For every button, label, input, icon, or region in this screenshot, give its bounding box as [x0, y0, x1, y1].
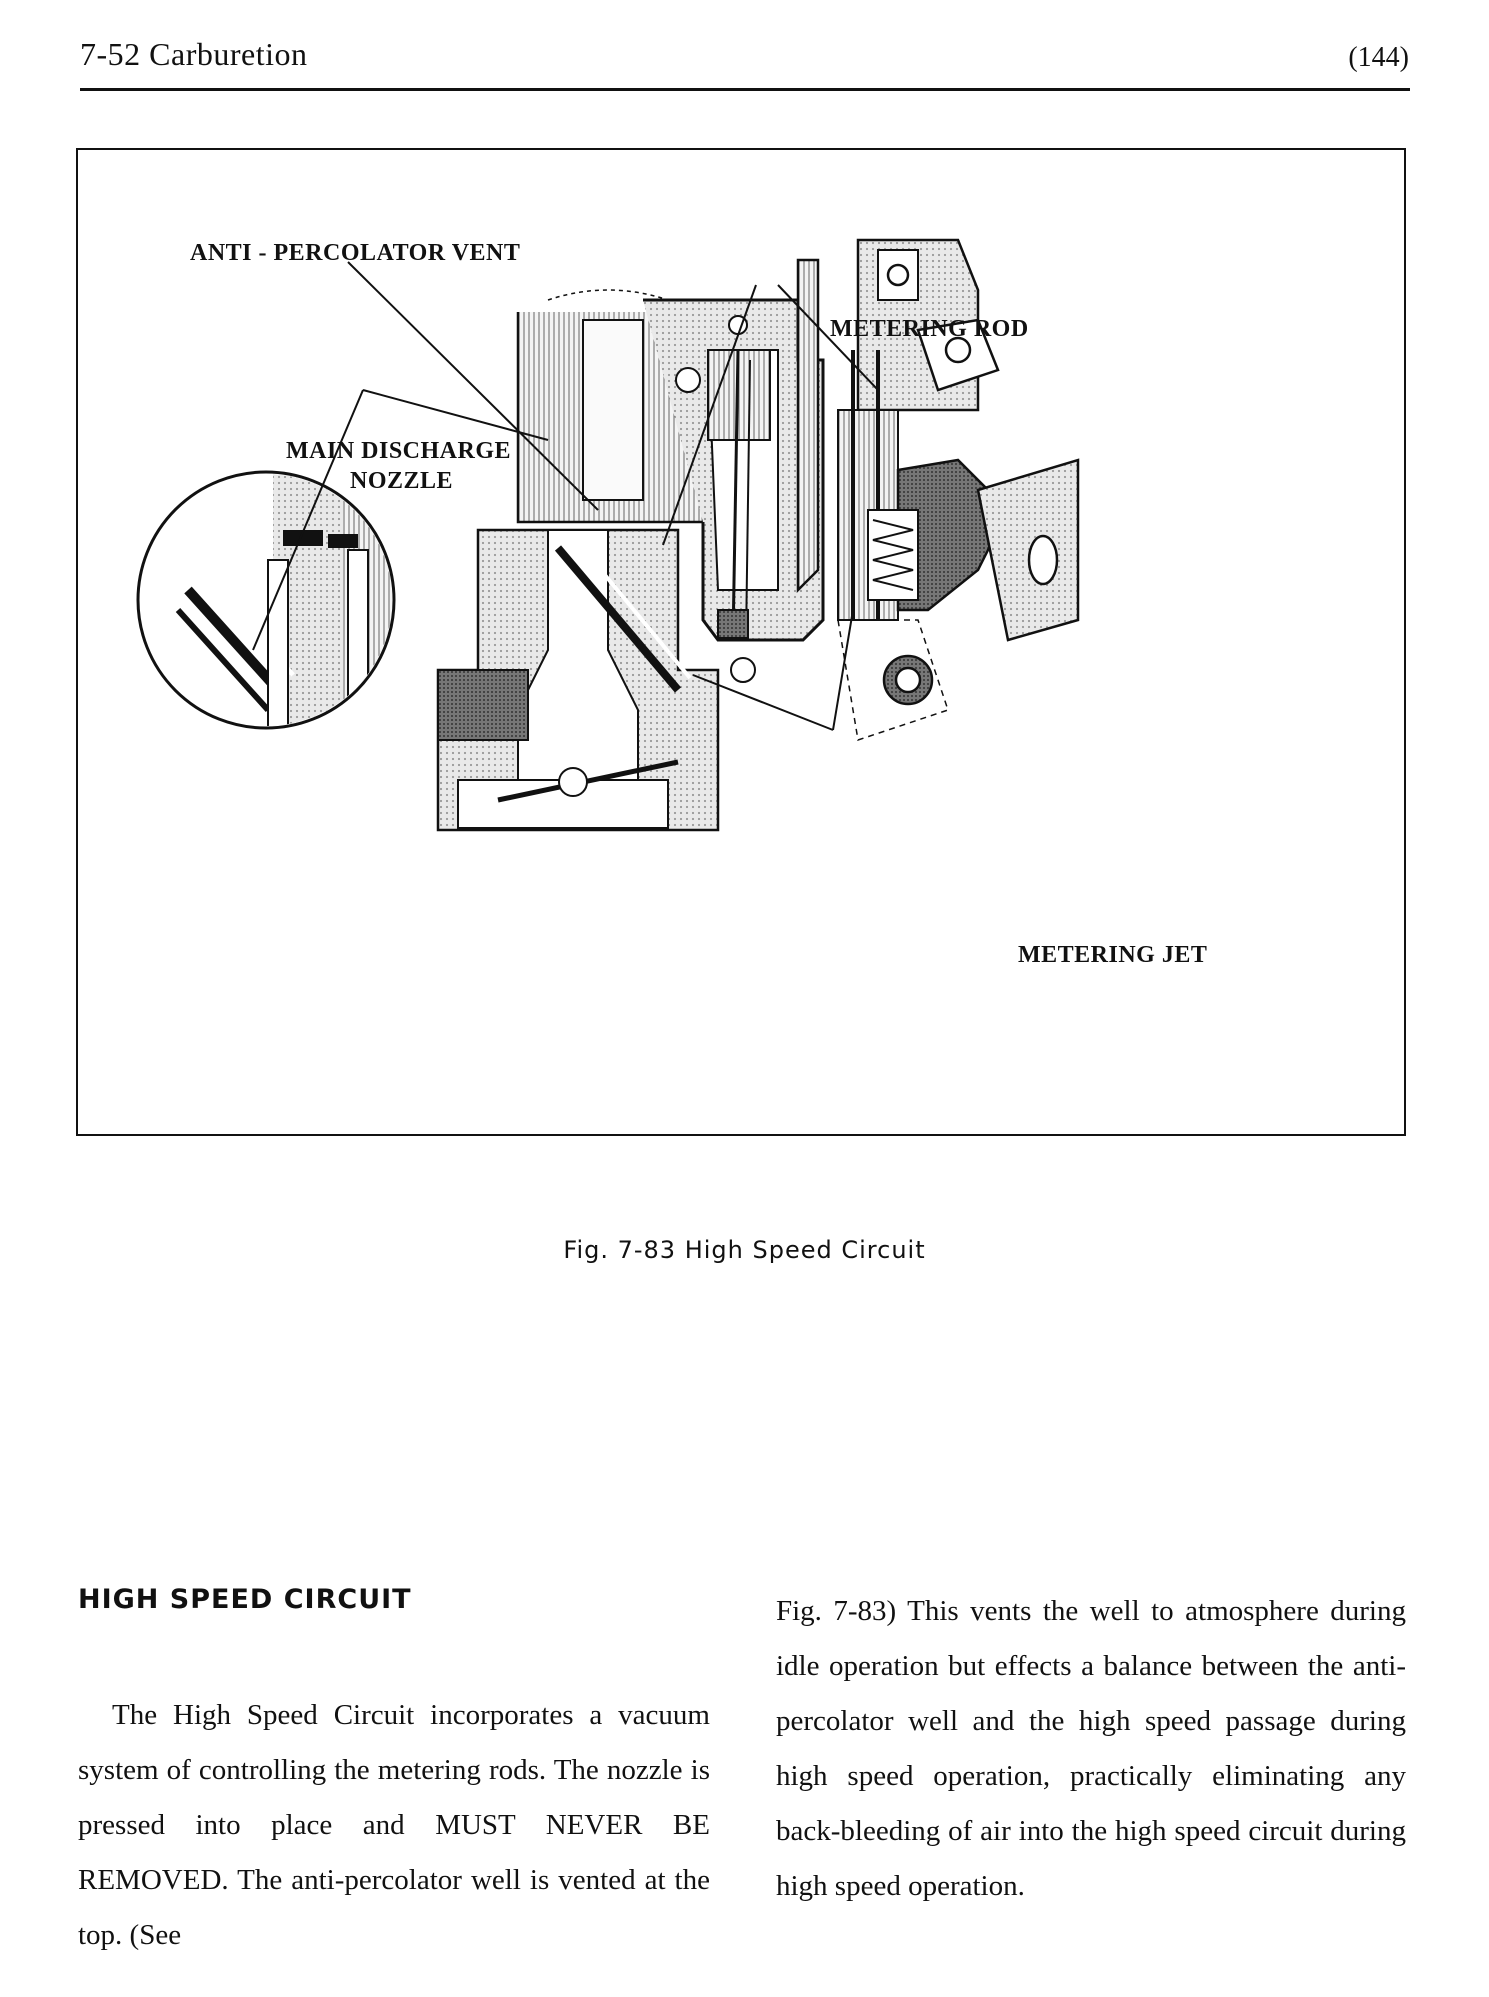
- label-anti-percolator-vent: ANTI - PERCOLATOR VENT: [190, 240, 521, 266]
- figure-caption: Fig. 7-83 High Speed Circuit: [563, 1236, 926, 1264]
- label-main-discharge-line2: NOZZLE: [350, 468, 454, 494]
- float-bowl: [643, 298, 825, 683]
- leader-lines: [252, 261, 879, 731]
- label-main-discharge-line1: MAIN DISCHARGE: [286, 438, 512, 464]
- carburetor-body: [436, 289, 720, 832]
- page-number: (144): [1348, 42, 1409, 73]
- section-heading: HIGH SPEED CIRCUIT: [78, 1584, 412, 1615]
- metering-detail: [796, 238, 1080, 741]
- label-metering-rod: METERING ROD: [830, 316, 1029, 342]
- running-header-section: 7-52 Carburetion: [80, 36, 308, 72]
- carburetor-illustration: [136, 238, 1080, 832]
- body-text-left-column: The High Speed Circuit incorporates a va…: [78, 1699, 710, 1951]
- magnified-inset: [136, 470, 396, 730]
- header-rule: [80, 88, 1410, 91]
- body-text-right-column: Fig. 7-83) This vents the well to atmosp…: [776, 1595, 1406, 1902]
- label-metering-jet: METERING JET: [1018, 942, 1208, 968]
- figure-frame: ANTI - PERCOLATOR VENT MAIN DISCHARGE NO…: [76, 148, 1406, 1136]
